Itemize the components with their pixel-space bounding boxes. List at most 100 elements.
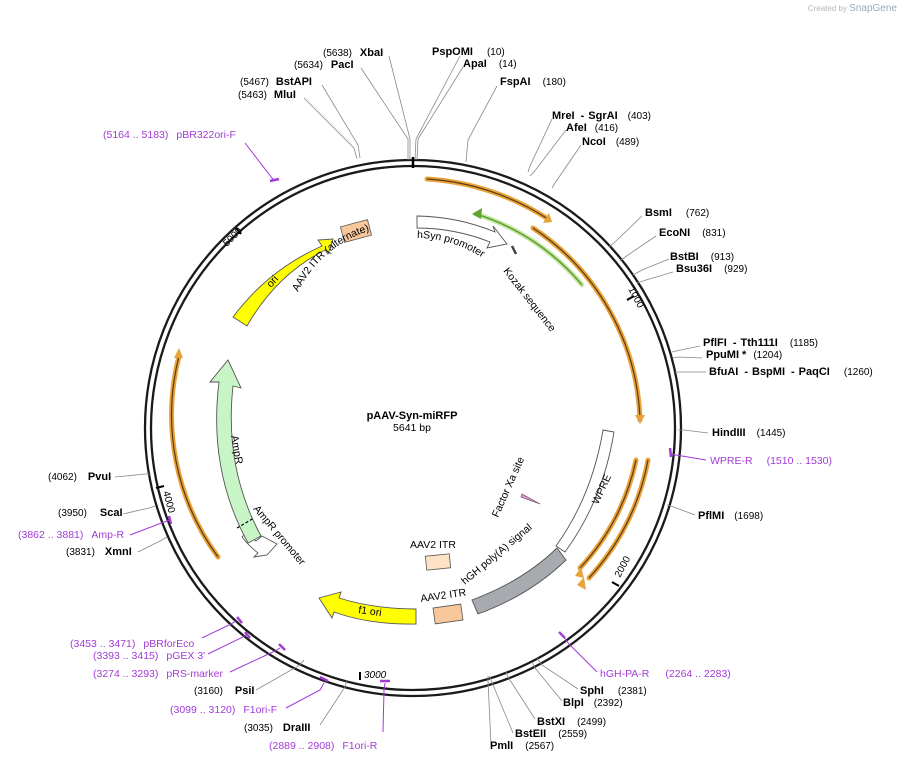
factor-xa-mark (520, 493, 541, 505)
site-paci: (5634)PacI (294, 59, 354, 71)
site-mlui: (5463)MluI (238, 89, 296, 101)
tick-2000 (611, 581, 620, 587)
ppumi-leader (672, 356, 703, 359)
blpi-leader (531, 661, 563, 702)
primer-f1ori-f: (3099 .. 3120)F1ori-F (170, 704, 277, 716)
econi-leader (619, 235, 657, 262)
amp-r-leader (129, 519, 171, 536)
f1ori-r-leader (382, 682, 386, 733)
features (209, 215, 615, 625)
site-xbai: (5638)XbaI (323, 47, 383, 59)
site-pvui: (4062)PvuI (48, 471, 111, 483)
pflfi-leader (671, 345, 701, 353)
prs-marker-leader (229, 647, 281, 673)
aav2-itr-1-box (424, 553, 452, 571)
kozak-label: Kozak sequence (501, 265, 558, 334)
wpre-box (555, 429, 615, 553)
site-bstapi: (5467)BstAPI (240, 76, 312, 88)
green-orf-arrowhead (472, 208, 482, 219)
primer-labels: (5164 .. 5183)pBR322ori-F WPRE-R(1510 ..… (18, 129, 832, 752)
plasmid-length: 5641 bp (393, 422, 431, 434)
apai-leader (416, 66, 464, 161)
f1ori-f-mark (319, 675, 329, 683)
bstbi-leader (632, 258, 670, 276)
plasmid-name: pAAV-Syn-miRFP (367, 410, 458, 422)
green-orf-arc (473, 211, 585, 288)
primer-wpre-r: WPRE-R(1510 .. 1530) (710, 455, 832, 467)
aav2-itr-2-box (432, 603, 464, 625)
site-blpi: BlpI(2392) (563, 697, 623, 709)
site-pflmi: PflMI(1698) (698, 510, 763, 522)
orf-arrowhead-lower-2 (575, 567, 584, 578)
primer-pgex3: (3393 .. 3415)pGEX 3' (93, 650, 205, 662)
tick-4000 (155, 485, 165, 489)
afei-leader (529, 129, 567, 177)
orf-arrowhead-right (635, 415, 645, 424)
ampr-label: AmpR (228, 434, 245, 465)
kozak-mark (510, 245, 518, 255)
pbrforeco-mark (236, 616, 243, 624)
ncoi-leader (551, 144, 582, 189)
snapgene-watermark: Created by SnapGene (807, 3, 897, 14)
site-pspomi: PspOMI(10) (432, 46, 505, 58)
factor-xa-label: Factor Xa site (490, 455, 527, 519)
site-afei: AfeI(416) (566, 122, 618, 134)
hsyn-promoter-arrow (416, 215, 508, 249)
mlui-leader (303, 97, 358, 160)
pbr322ori-f-mark (269, 177, 280, 183)
orf-arc-lower-2-core (579, 459, 637, 569)
wpre-r-leader (670, 453, 707, 461)
bsmi-leader (608, 215, 643, 248)
bstxi-leader (505, 671, 536, 720)
site-draiii: (3035)DraIII (244, 722, 310, 734)
orf-arc-left (169, 353, 221, 560)
hgh-polya-box (471, 547, 567, 615)
f1-ori-arrow (318, 591, 417, 625)
backbone (143, 157, 683, 698)
site-leaders (114, 55, 709, 746)
site-labels: (5638)XbaI (5634)PacI (5467)BstAPI (5463… (48, 46, 873, 752)
site-ppumi: PpuMI *(1204) (706, 349, 782, 361)
site-psii: (3160)PsiI (194, 685, 254, 697)
xmni-leader (137, 536, 168, 553)
primer-pbrforeco: (3453 .. 3471)pBRforEco (70, 638, 194, 650)
site-scai: (3950)ScaI (58, 507, 123, 519)
pbrforeco-leader (201, 620, 237, 639)
hgh-pa-r-leader (562, 635, 598, 673)
tick-1000 (626, 295, 635, 301)
aav2-itr-2-label: AAV2 ITR (420, 587, 468, 605)
site-hindiii: HindIII(1445) (712, 427, 786, 439)
wpre-r-mark (668, 447, 673, 458)
bsteii-leader (489, 675, 514, 734)
site-bsteii: BstEII(2559) (515, 728, 587, 740)
orf-arrowhead-lower-1 (577, 577, 586, 590)
aav2-itr-1-label: AAV2 ITR (410, 539, 456, 551)
hindiii-leader (678, 429, 709, 434)
site-ncoi: NcoI(489) (582, 136, 639, 148)
pmli-leader (487, 676, 492, 746)
site-apai: ApaI(14) (463, 58, 517, 70)
orf-arrowhead-left (174, 348, 183, 358)
paci-leader (360, 67, 409, 160)
site-sphi: SphI(2381) (580, 685, 647, 697)
sphi-leader (536, 657, 579, 690)
orf-arc-top (424, 176, 551, 222)
pbr322ori-f-leader (244, 142, 276, 182)
pspomi-leader (414, 55, 461, 161)
f1-ori-label: f1 ori (358, 604, 383, 619)
primer-leaders (129, 142, 707, 733)
pgex3-mark (244, 631, 251, 639)
mrei-leader (527, 118, 553, 173)
site-bstbi: BstBI(913) (670, 251, 734, 263)
pflmi-leader (666, 504, 696, 516)
amp-r-mark (167, 515, 173, 525)
tick-label-3000: 3000 (364, 670, 387, 681)
site-bsu36i: Bsu36I(929) (676, 263, 747, 275)
psii-leader (255, 659, 305, 691)
pgex3-leader (207, 634, 247, 655)
f1ori-f-leader (285, 682, 325, 709)
orf-arc-lower-1-core (588, 459, 649, 579)
primer-hgh-pa-r: hGH-PA-R(2264 .. 2283) (600, 668, 731, 680)
ampr-junction (236, 517, 255, 529)
